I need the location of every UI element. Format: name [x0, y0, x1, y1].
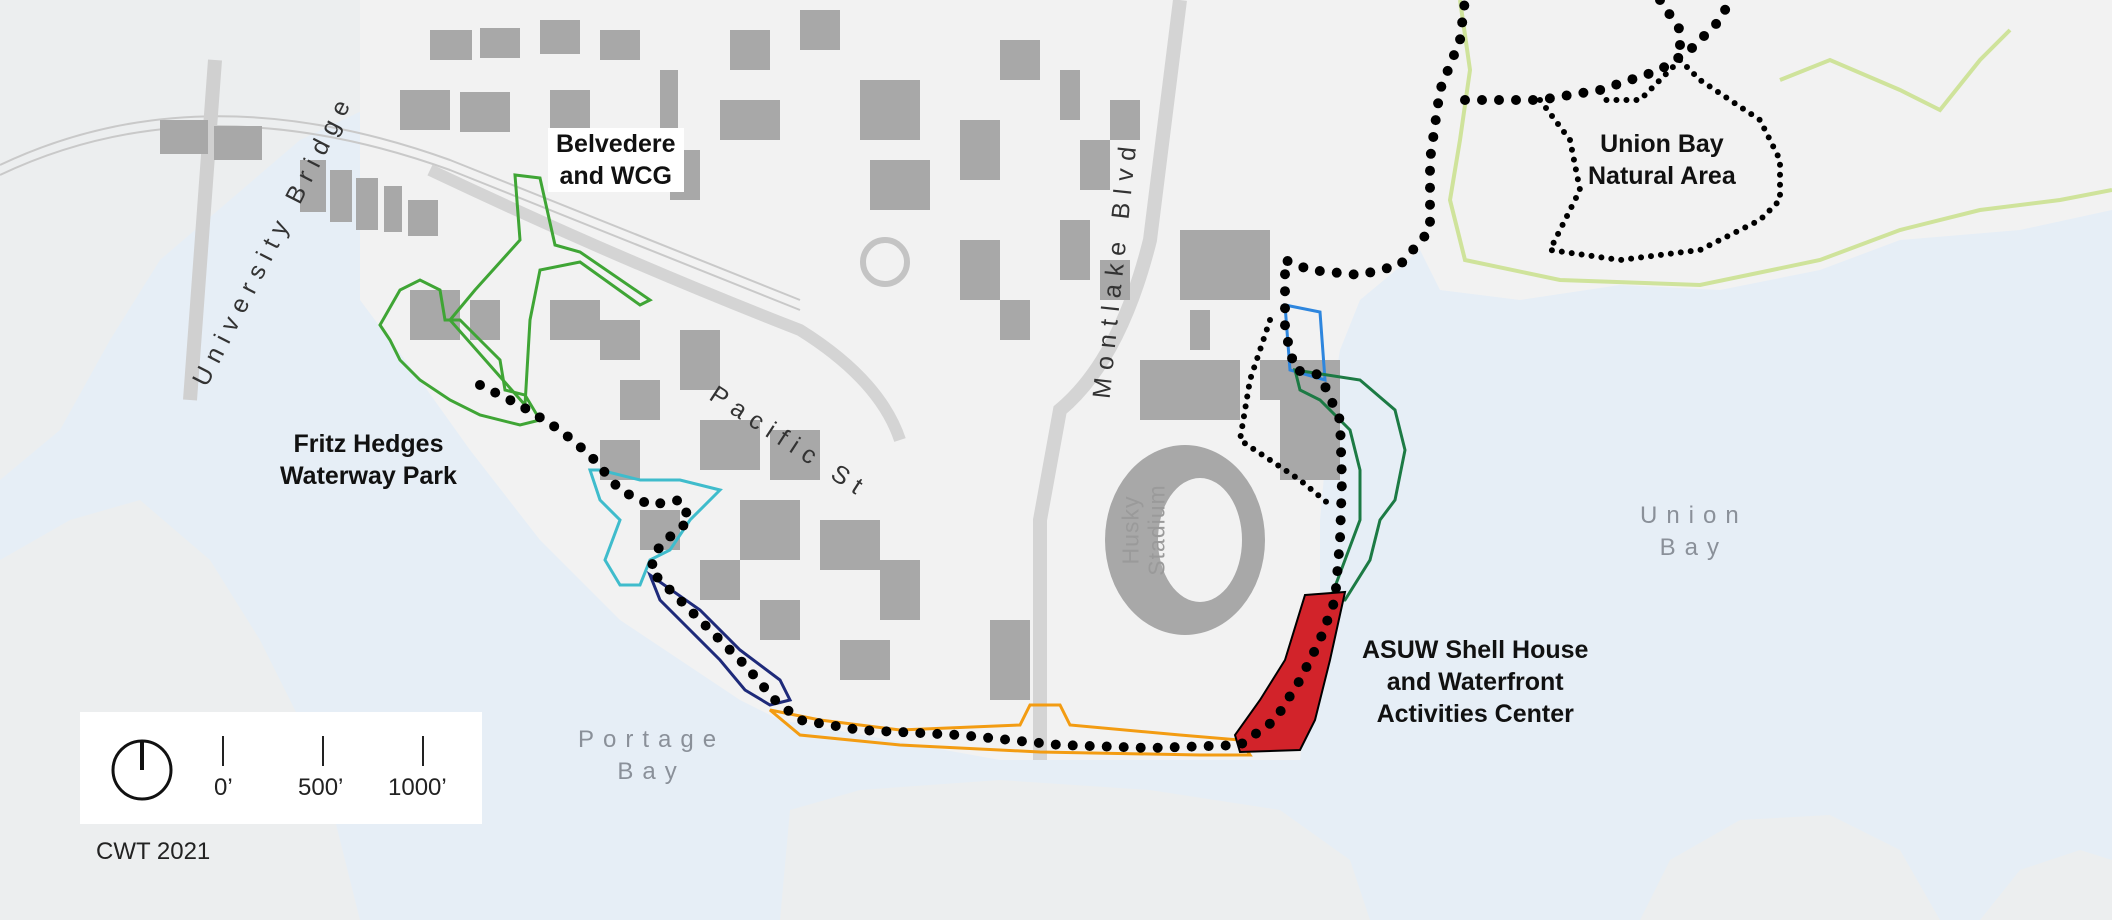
natural-area-boundary	[1447, 0, 2112, 288]
north-arrow-icon	[111, 739, 173, 801]
asuw-shell-house-area	[1233, 590, 1347, 754]
pacific-road	[427, 164, 906, 442]
belvedere-label-line2: and WCG	[559, 162, 673, 190]
scale-label-0: 0’	[214, 774, 233, 801]
trails	[475, 0, 1783, 754]
land-west	[0, 0, 560, 480]
natural-area-boundary-2	[1779, 28, 2012, 113]
university-bridge	[0, 115, 801, 301]
montlake-road	[1033, 0, 1187, 760]
husky-stadium-label: Husky Stadium	[1118, 484, 1170, 575]
scale-tick-1000	[422, 736, 424, 766]
fritz-label-line1: Fritz Hedges	[293, 430, 444, 458]
credit: CWT 2021	[96, 838, 211, 865]
union-bay-line2: Bay	[1659, 534, 1729, 561]
stadium-line1: Husky	[1117, 495, 1144, 565]
stadium-line2: Stadium	[1143, 484, 1170, 576]
uban-label-line2: Natural Area	[1588, 162, 1736, 190]
university-bridge-2	[0, 125, 801, 311]
asuw-label-line3: Activities Center	[1376, 700, 1574, 728]
scale-label-500: 500’	[298, 774, 344, 801]
navy-boundary	[646, 570, 793, 707]
union-bay-water-label: Union Bay	[1640, 500, 1748, 564]
fritz-hedges-label: Fritz Hedges Waterway Park	[280, 428, 457, 492]
orange-boundary	[769, 703, 1253, 757]
blue-boundary	[1283, 303, 1327, 383]
belvedere-label-line1: Belvedere	[556, 130, 676, 158]
belvedere-boundary	[448, 173, 653, 409]
portage-bay-line1: Portage	[578, 726, 726, 753]
scale-label-1000: 1000’	[388, 774, 447, 801]
land-southeast	[1640, 815, 1940, 920]
uban-label-line1: Union Bay	[1600, 130, 1724, 158]
land-south	[780, 780, 1370, 920]
asuw-label-line2: and Waterfront	[1386, 668, 1564, 696]
belvedere-label: Belvedere and WCG	[548, 128, 684, 192]
red-square-circle	[860, 237, 910, 287]
scale-tick-500	[322, 736, 324, 766]
union-bay-line1: Union	[1640, 502, 1748, 529]
asuw-label: ASUW Shell House and Waterfront Activiti…	[1362, 634, 1588, 730]
scale-tick-0	[222, 736, 224, 766]
union-bay-natural-area-label: Union Bay Natural Area	[1588, 128, 1736, 192]
asuw-label-line1: ASUW Shell House	[1362, 636, 1589, 664]
land-union-bay-natural-area	[1420, 0, 2112, 300]
bridge-span	[183, 59, 222, 401]
stadium-field	[1158, 478, 1242, 602]
land-southeast-2	[1980, 850, 2112, 920]
light-blue-boundary	[587, 468, 723, 587]
fritz-label-line2: Waterway Park	[280, 462, 457, 490]
portage-bay-line2: Bay	[617, 758, 686, 785]
legend: 0’ 500’ 1000’	[80, 712, 482, 824]
buildings	[160, 10, 1340, 700]
portage-bay-water-label: Portage Bay	[578, 724, 725, 788]
